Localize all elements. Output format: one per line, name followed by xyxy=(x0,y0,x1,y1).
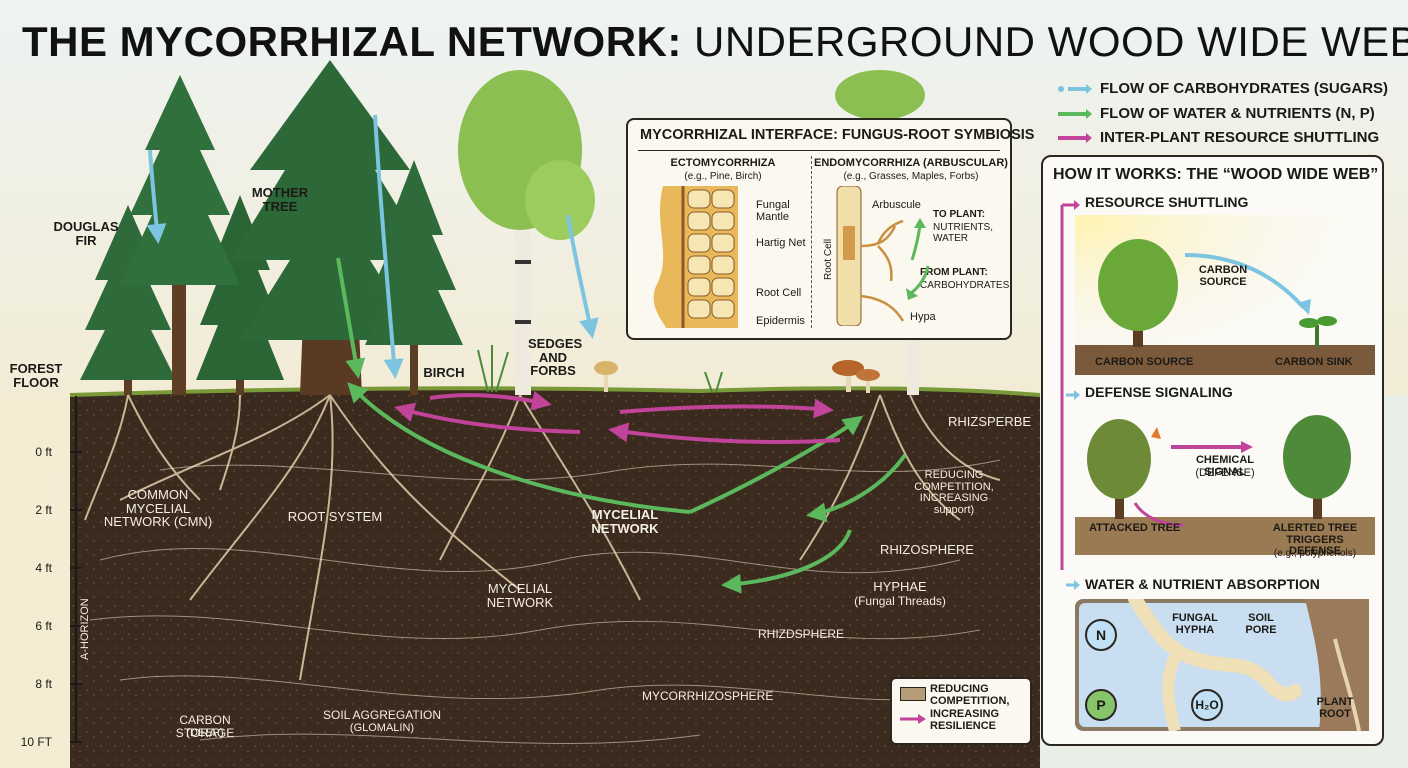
label-rhizsperbe: RHIZSPERBE xyxy=(948,414,1032,429)
label-a-horizon-lower: A-HORIZON xyxy=(79,598,91,660)
depth-2ft: 2 ft xyxy=(35,503,52,517)
endo-arrows xyxy=(906,218,930,300)
pink-arrow-icon xyxy=(900,714,926,724)
label-mother-tree: MOTHER TREE xyxy=(251,185,309,214)
s2-alerted-tree-sub: (e.g., polyphenols) xyxy=(1273,548,1357,559)
soil-swatch-icon xyxy=(900,687,926,701)
inset-divider xyxy=(638,150,1000,151)
label-carbon-storage-sub: (DEEP) xyxy=(186,727,224,739)
label-common-mycelial-network: COMMON MYCELIAL NETWORK (CMN) xyxy=(103,487,213,530)
s3-plant-root-label: PLANT ROOT xyxy=(1316,696,1354,720)
label-soil-aggregation: SOIL AGGREGATION xyxy=(322,708,442,722)
legend-label: FLOW OF WATER & NUTRIENTS (N, P) xyxy=(1100,105,1375,122)
legend-label: INTER-PLANT RESOURCE SHUTTLING xyxy=(1100,129,1380,146)
section-defense-signaling-title: DEFENSE SIGNALING xyxy=(1085,384,1233,400)
endo-to-plant: TO PLANT: xyxy=(933,209,986,220)
label-mycelial-network-lower: MYCELIAL NETWORK xyxy=(486,581,554,610)
label-rhizosphere: RHIZOSPHERE xyxy=(880,542,974,557)
depth-4ft: 4 ft xyxy=(35,561,52,575)
bottom-legend-item-1: REDUCING COMPETITION, xyxy=(930,683,1010,707)
depth-6ft: 6 ft xyxy=(35,619,52,633)
depth-ruler xyxy=(70,396,82,743)
depth-10ft: 10 FT xyxy=(20,735,52,749)
symbiosis-inset: MYCORRHIZAL INTERFACE: FUNGUS-ROOT SYMBI… xyxy=(626,118,1034,340)
label-douglas-fir: DOUGLAS FIR xyxy=(53,219,119,248)
label-hyphae: HYPHAE xyxy=(873,579,927,594)
s1-carbon-source-caption: CARBON SOURCE xyxy=(1095,356,1194,368)
s3-fungal-hypha-label: FUNGAL HYPHA xyxy=(1172,612,1218,636)
inset-vertical-divider xyxy=(811,156,812,328)
resource-shuttling-illustration xyxy=(1075,215,1375,375)
defense-signaling-illustration xyxy=(1075,415,1375,555)
endo-to-plant-sub: NUTRIENTS, WATER xyxy=(933,222,993,244)
legend-carbohydrates: FLOW OF CARBOHYDRATES (SUGARS) xyxy=(1056,80,1388,97)
how-it-works-panel: HOW IT WORKS: THE “WOOD WIDE WEB” RESOUR… xyxy=(1041,155,1384,746)
ecto-sub: (e.g., Pine, Birch) xyxy=(684,171,762,182)
inset-title: MYCORRHIZAL INTERFACE: FUNGUS-ROOT SYMBI… xyxy=(640,127,1035,143)
legend-shuttling: INTER-PLANT RESOURCE SHUTTLING xyxy=(1056,129,1379,146)
label-hyphae-sub: (Fungal Threads) xyxy=(854,594,946,608)
shuttling-arrow-icon xyxy=(1058,132,1092,143)
panel-flow-connector xyxy=(1060,200,1080,590)
s2-chemical-signal-label: CHEMICAL SIGNAL xyxy=(1195,454,1255,478)
shuttling-arrows xyxy=(394,390,841,444)
page-title: THE MYCORRHIZAL NETWORK: UNDERGROUND WOO… xyxy=(22,18,1408,65)
label-sedges: SEDGES AND FORBS xyxy=(528,336,583,379)
phosphorus-bubble: P xyxy=(1085,689,1117,721)
water-bubble: H₂O xyxy=(1191,689,1223,721)
s2-alerted-tree-caption: ALERTED TREE TRIGGERS DEFENSE xyxy=(1272,522,1358,558)
label-soil-aggregation-sub: (GLOMALIN) xyxy=(349,722,415,734)
water-nutrient-illustration xyxy=(1075,599,1369,731)
endo-from-plant: FROM PLANT: xyxy=(920,267,988,278)
label-rhizdsphere: RHIZDSPHERE xyxy=(758,627,845,641)
section-resource-shuttling-title: RESOURCE SHUTTLING xyxy=(1085,194,1249,210)
label-reducing-competition: REDUCING COMPETITION, INCREASING support… xyxy=(914,469,994,516)
ecto-label-mantle: Fungal Mantle xyxy=(756,199,790,223)
s2-attacked-tree-caption: ATTACKED TREE xyxy=(1089,522,1181,534)
endo-title: ENDOMYCORRHIZA (ARBUSCULAR) xyxy=(814,157,1008,169)
ecto-label-root-cell: Root Cell xyxy=(756,287,802,299)
ecto-title: ECTOMYCORRHIZA xyxy=(670,157,776,169)
s2-chemical-signal-sub: (DEFENSE) xyxy=(1195,467,1255,479)
endo-sub: (e.g., Grasses, Maples, Forbs) xyxy=(843,171,979,182)
label-birch: BIRCH xyxy=(423,365,465,380)
carbohydrate-arrow-icon xyxy=(1058,83,1092,94)
nutrient-flow-arrows xyxy=(336,257,907,594)
s3-soil-pore-label: SOIL PORE xyxy=(1245,612,1277,636)
label-mycorrhizosphere: MYCORRHIZOSPHERE xyxy=(642,689,774,703)
endo-illustration xyxy=(836,186,905,326)
label-mycelial-network-main: MYCELIAL NETWORK xyxy=(591,507,659,536)
endo-label-arbuscule: Arbuscule xyxy=(872,199,921,211)
root-system xyxy=(84,394,1001,681)
bottom-legend: REDUCING COMPETITION, INCREASING RESILIE… xyxy=(890,677,1032,745)
douglas-fir-tree xyxy=(80,205,176,395)
endo-from-plant-sub: CARBOHYDRATES xyxy=(920,280,1010,291)
nitrogen-bubble: N xyxy=(1085,619,1117,651)
bottom-legend-item-2: INCREASING RESILIENCE xyxy=(930,708,1000,732)
label-carbon-storage: CARBON STORAGE xyxy=(175,713,235,740)
ecto-illustration xyxy=(653,186,738,328)
mycelial-threads xyxy=(89,459,1001,745)
sedges-plants xyxy=(477,345,723,393)
depth-0ft: 0 ft xyxy=(35,445,52,459)
legend-label: FLOW OF CARBOHYDRATES (SUGARS) xyxy=(1100,80,1389,97)
label-root-system: ROOT SYSTEM xyxy=(287,509,383,524)
s1-carbon-sink-caption: CARBON SINK xyxy=(1275,356,1353,368)
nutrient-arrow-icon xyxy=(1058,108,1092,119)
endo-label-root-cell: Root Cell xyxy=(823,238,834,280)
panel-title: HOW IT WORKS: THE “WOOD WIDE WEB” xyxy=(1053,166,1379,183)
legend-nutrients: FLOW OF WATER & NUTRIENTS (N, P) xyxy=(1056,105,1375,122)
depth-8ft: 8 ft xyxy=(35,677,52,691)
s1-carbon-source-label: CARBON SOURCE xyxy=(1198,264,1248,288)
endo-label-hypa: Hypa xyxy=(910,311,936,323)
ecto-label-hartig: Hartig Net xyxy=(756,237,806,249)
birch-tree xyxy=(458,70,595,395)
ecto-label-epidermis: Epidermis xyxy=(756,315,805,327)
section-water-nutrient-title: WATER & NUTRIENT ABSORPTION xyxy=(1085,576,1320,592)
mushroom-cluster xyxy=(594,360,880,393)
label-forest-floor: FOREST FLOOR xyxy=(9,361,63,390)
carbohydrate-flow-arrows xyxy=(146,114,599,379)
